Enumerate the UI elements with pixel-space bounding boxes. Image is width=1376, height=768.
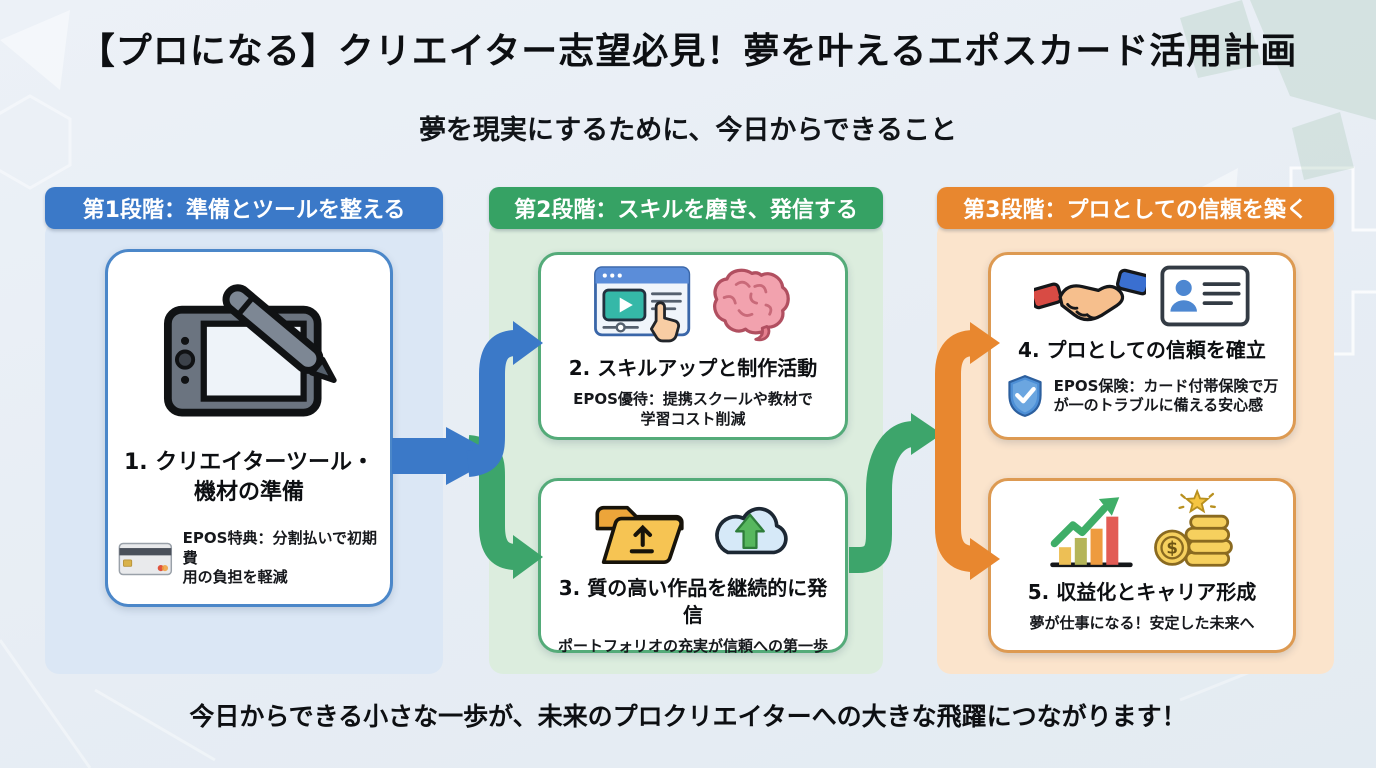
card-3-note: ポートフォリオの充実が信頼への第一歩 (557, 637, 828, 655)
brain-icon (713, 268, 790, 342)
card-2-icons (592, 263, 794, 347)
card-step-1: 1. クリエイターツール・ 機材の準備 EPOS特典：分割払いで初期費 用の負担… (105, 249, 393, 607)
shield-check-icon (1007, 375, 1042, 417)
card-1-title: 1. クリエイターツール・ 機材の準備 (123, 450, 374, 505)
credit-card-icon (118, 542, 173, 575)
card-4-icons (1034, 263, 1250, 329)
svg-text:$: $ (1166, 539, 1178, 558)
folder-upload-icon (595, 505, 684, 565)
coins-star-icon: $ (1154, 489, 1233, 567)
card-4-note-row: EPOS保険：カード付帯保険で万 が一のトラブルに備える安心感 (1006, 374, 1279, 418)
card-step-5: $ 5. 収益化とキャリア形成 夢が仕事になる！安定した未来へ (988, 478, 1296, 653)
stage-2-label: 第2段階：スキルを磨き、発信する (514, 198, 858, 223)
card-1-note-row: EPOS特典：分割払いで初期費 用の負担を軽減 (118, 529, 380, 588)
card-step-4: 4. プロとしての信頼を確立 EPOS保険：カード付帯保険で万 が一のトラブルに… (988, 252, 1296, 440)
card-2-title: 2. スキルアップと制作活動 (568, 356, 818, 380)
card-3-title: 3. 質の高い作品を継続的に発信 (558, 576, 828, 627)
stage-1-panel: 第1段階：準備とツールを整える 1. クリエイターツール・ 機材の準備 (45, 187, 443, 674)
card-2-note: EPOS優待：提携スクールや教材で 学習コスト削減 (573, 390, 813, 428)
page-subtitle: 夢を現実にするために、今日からできること (418, 115, 958, 146)
closing-message: 今日からできる小さな一歩が、未来のプロクリエイターへの大きな飛躍につながります！ (189, 702, 1187, 731)
id-card-icon (1160, 265, 1250, 327)
pen-tablet-icon (163, 284, 337, 417)
stage-3-panel: 第3段階：プロとしての信頼を築く (937, 187, 1334, 674)
card-5-icons: $ (1047, 489, 1237, 573)
card-5-note: 夢が仕事になる！安定した未来へ (1029, 614, 1255, 632)
card-1-note: EPOS特典：分割払いで初期費 用の負担を軽減 (182, 529, 378, 587)
card-3-icons (590, 489, 796, 569)
card-5-title: 5. 収益化とキャリア形成 (1027, 580, 1257, 604)
stage-2-header: 第2段階：スキルを磨き、発信する (489, 187, 883, 229)
stage-2-panel: 第2段階：スキルを磨き、発信する (489, 187, 883, 674)
growth-chart-icon (1050, 497, 1133, 568)
stage-1-header: 第1段階：準備とツールを整える (45, 187, 443, 229)
stage-3-label: 第3段階：プロとしての信頼を築く (963, 198, 1308, 223)
stage-3-header: 第3段階：プロとしての信頼を築く (937, 187, 1334, 229)
card-4-title: 4. プロとしての信頼を確立 (1018, 338, 1266, 362)
cloud-upload-icon (715, 506, 788, 555)
card-step-2: 2. スキルアップと制作活動 EPOS優待：提携スクールや教材で 学習コスト削減 (538, 252, 848, 440)
page-title: 【プロになる】クリエイター志望必見！夢を叶えるエポスカード活用計画 (78, 31, 1298, 72)
card-step-3: 3. 質の高い作品を継続的に発信 ポートフォリオの充実が信頼への第一歩 (538, 478, 848, 655)
stage-1-label: 第1段階：準備とツールを整える (82, 198, 406, 223)
video-tutorial-icon (594, 266, 691, 343)
card-4-note: EPOS保険：カード付帯保険で万 が一のトラブルに備える安心感 (1053, 376, 1279, 415)
handshake-icon (1034, 268, 1146, 322)
